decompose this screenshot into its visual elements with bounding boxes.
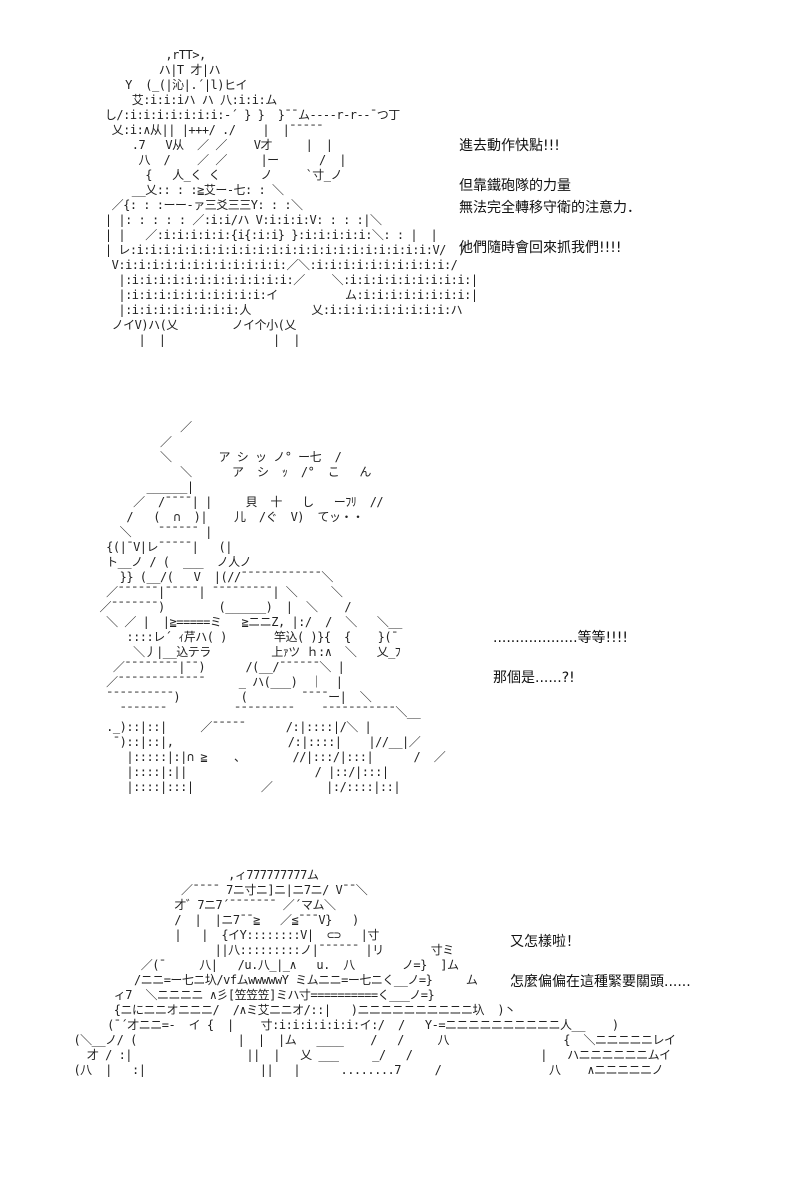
dialog-line: 他們隨時會回來抓我們!!!! [459,240,622,256]
ascii-art-guard-pointing: ,rTT>, ハ|T 才|ハ Y (_(|沁|.´|l)ヒイ 艾:i:i:iハ … [104,48,478,347]
dialog-block: 進去動作快點!!! 但靠鐵砲隊的力量 無法完全轉移守衛的注意力． 他們隨時會回來… [459,135,641,259]
dialog-line: 那個是......?! [493,670,575,686]
dialog-line: 怎麼偏偏在這種緊要關頭...... [510,974,691,990]
dialog-line: 又怎樣啦！ [510,934,580,950]
ascii-art-grumpy-character: ,ィ777777777ム ／¯¯¯¯ 7ニ寸ニ]ニ|ニ7ニ/ V¯¯＼ 才゛7ニ… [73,868,676,1077]
dialog-line: 無法完全轉移守衛的注意力． [459,200,641,216]
dialog-block: ...................等等!!!! 那個是......?! [493,627,628,689]
dialog-block: 又怎樣啦！ 怎麼偏偏在這種緊要關頭...... [510,931,691,993]
dialog-line: 進去動作快點!!! [459,138,560,154]
dialog-line: 但靠鐵砲隊的力量 [459,178,571,194]
dialog-line: ...................等等!!!! [493,630,629,646]
ascii-art-surprised-character: ／ ／ ＼ ア シ ッ ノ° ー七 / ＼ ア シ ｯ /° こ ん _____… [99,420,446,794]
